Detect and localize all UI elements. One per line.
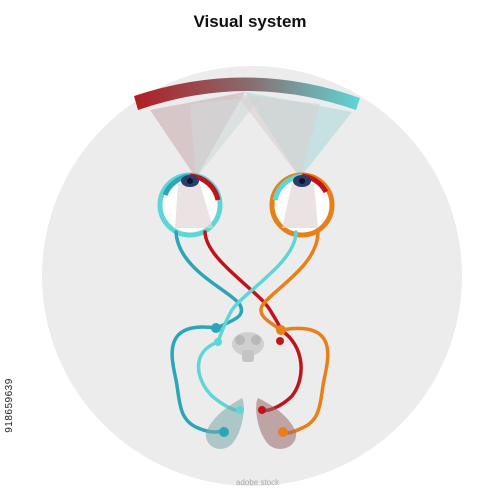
optic-chiasm-icon <box>232 332 264 362</box>
right-eye-icon <box>269 172 335 238</box>
visual-cortex-icon <box>205 398 297 449</box>
watermark: adobe stock <box>236 478 280 487</box>
visual-field-arc <box>134 77 360 110</box>
pathway-nodes <box>211 323 288 437</box>
field-projection <box>150 92 352 178</box>
left-eye-icon <box>157 172 223 238</box>
diagram-title: Visual system <box>193 12 307 31</box>
optic-nerves <box>174 230 320 344</box>
background-circle <box>42 66 462 486</box>
